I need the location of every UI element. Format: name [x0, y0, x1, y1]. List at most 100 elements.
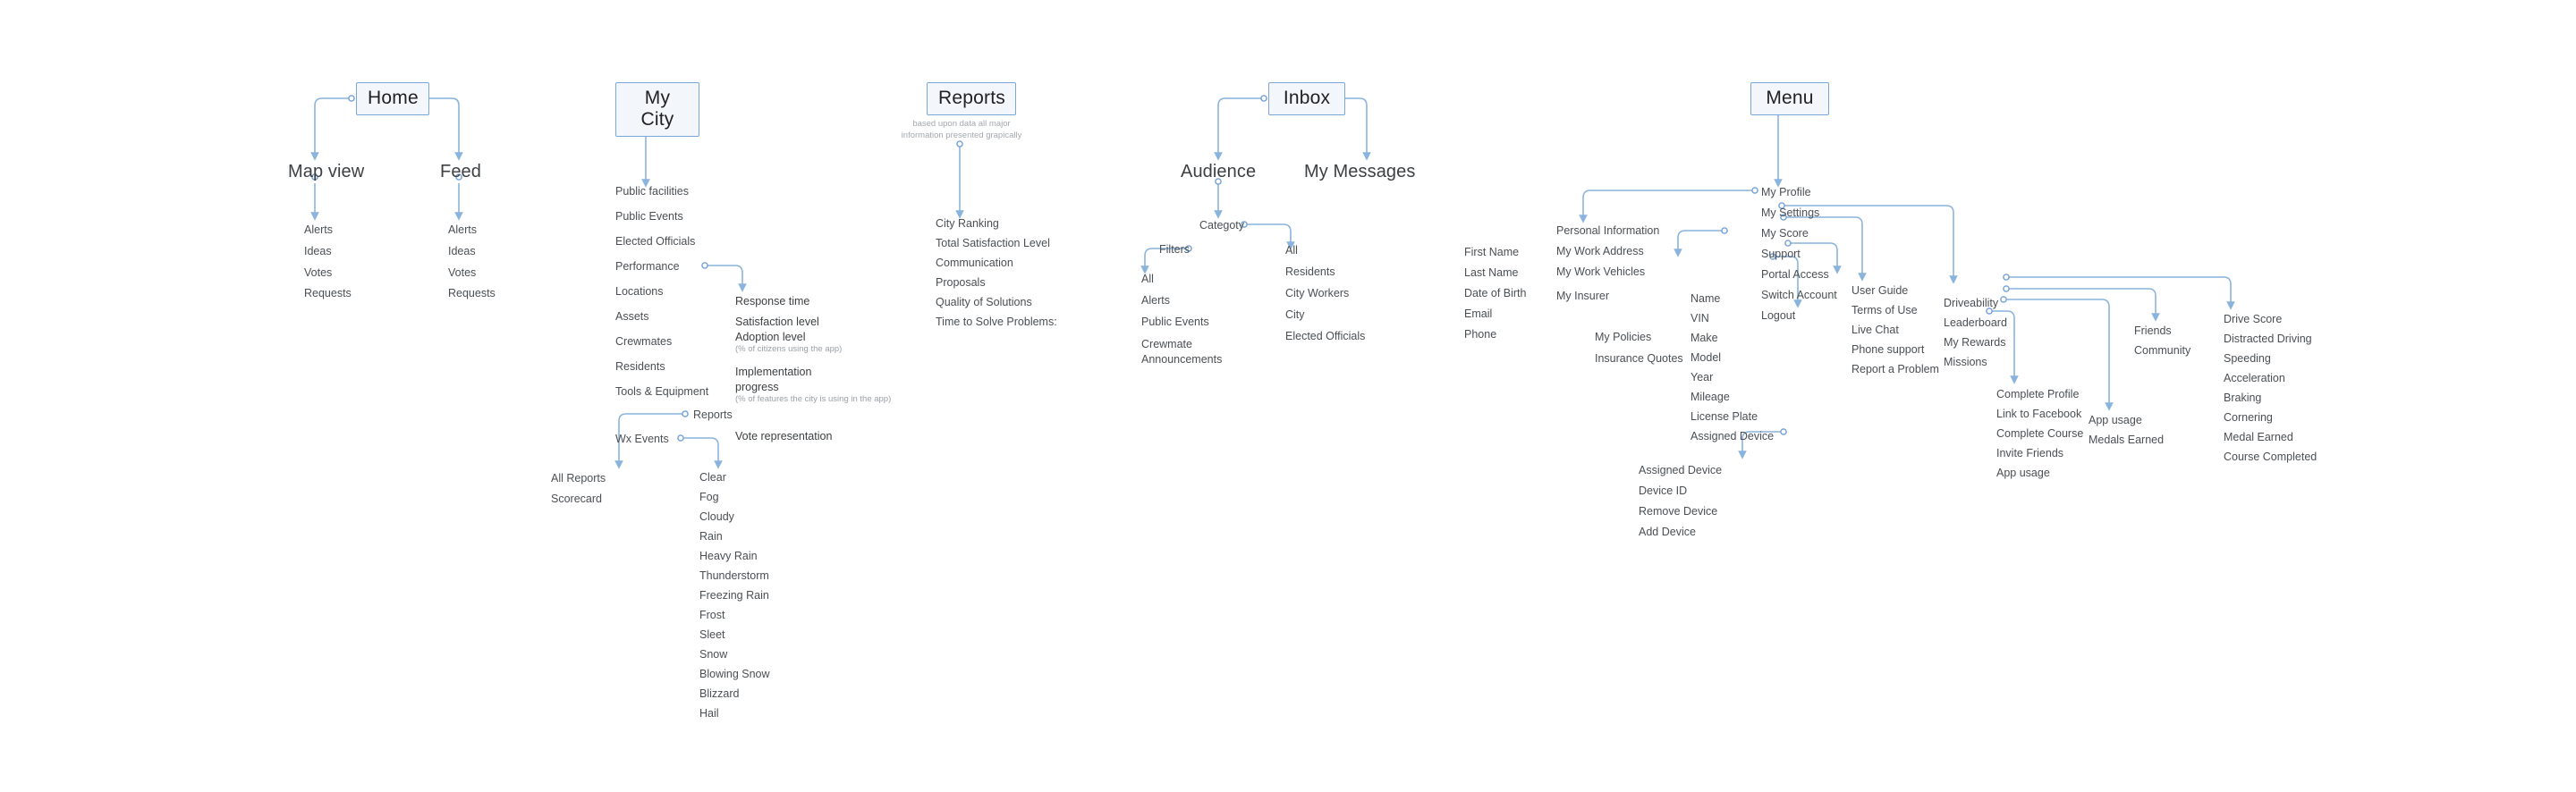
leaf-support-live-chat[interactable]: Live Chat: [1852, 324, 1899, 336]
node-feed[interactable]: Feed: [440, 162, 481, 181]
leaf-filters-alerts[interactable]: Alerts: [1141, 294, 1170, 307]
leaf-reports-quality-of-solutions[interactable]: Quality of Solutions: [936, 296, 1032, 308]
leaf-wx-rain[interactable]: Rain: [699, 530, 723, 543]
leaf-category-city[interactable]: City: [1285, 308, 1305, 321]
leaf-support-user-guide[interactable]: User Guide: [1852, 284, 1909, 297]
leaf-menu-switch-account[interactable]: Switch Account: [1761, 289, 1837, 301]
leaf-mycity-locations[interactable]: Locations: [615, 285, 664, 298]
leaf-vehicle-name[interactable]: Name: [1690, 292, 1721, 305]
leaf-mapview-alerts[interactable]: Alerts: [304, 223, 333, 236]
leaf-vehicle-model[interactable]: Model: [1690, 351, 1722, 364]
node-my-messages[interactable]: My Messages: [1304, 162, 1416, 181]
leaf-drive-medal-earned[interactable]: Medal Earned: [2224, 431, 2293, 443]
leaf-mycity-wx-events[interactable]: Wx Events: [615, 433, 669, 445]
leaf-vehicle-assigned-device[interactable]: Assigned Device: [1690, 430, 1775, 442]
leaf-vehicle-mileage[interactable]: Mileage: [1690, 391, 1730, 403]
leaf-reports-all-reports[interactable]: All Reports: [551, 472, 606, 484]
leaf-mycity-reports[interactable]: Reports: [693, 409, 733, 421]
leaf-menu-logout[interactable]: Logout: [1761, 309, 1796, 322]
root-node-inbox[interactable]: Inbox: [1268, 82, 1345, 115]
leaf-filters-all[interactable]: All: [1141, 273, 1154, 285]
leaf-support-report-a-problem[interactable]: Report a Problem: [1852, 363, 1939, 375]
leaf-vehicle-vin[interactable]: VIN: [1690, 312, 1709, 324]
leaf-drive-braking[interactable]: Braking: [2224, 392, 2262, 404]
leaf-device-add-device[interactable]: Add Device: [1639, 526, 1696, 538]
leaf-support-terms-of-use[interactable]: Terms of Use: [1852, 304, 1918, 316]
leaf-filters-crewmate-announcements[interactable]: Crewmate Announcements: [1141, 338, 1223, 366]
leaf-pi-email[interactable]: Email: [1464, 308, 1493, 320]
leaf-vehicle-year[interactable]: Year: [1690, 371, 1714, 383]
leaf-category-all[interactable]: All: [1285, 244, 1298, 257]
leaf-wx-hail[interactable]: Hail: [699, 707, 719, 720]
leaf-category-elected-officials[interactable]: Elected Officials: [1285, 330, 1366, 342]
leaf-category-city-workers[interactable]: City Workers: [1285, 287, 1350, 299]
leaf-missions-link-to-facebook[interactable]: Link to Facebook: [1996, 408, 2082, 420]
leaf-mycity-residents[interactable]: Residents: [615, 360, 665, 373]
leaf-mycity-assets[interactable]: Assets: [615, 310, 649, 323]
leaf-rewards-app-usage[interactable]: App usage: [2089, 414, 2142, 426]
leaf-reports-city-ranking[interactable]: City Ranking: [936, 217, 999, 230]
leaf-pi-phone[interactable]: Phone: [1464, 328, 1497, 341]
leaf-perf-satisfaction-adoption[interactable]: Satisfaction level Adoption level (% of …: [735, 315, 842, 356]
leaf-device-device-id[interactable]: Device ID: [1639, 484, 1688, 497]
leaf-wx-blowing-snow[interactable]: Blowing Snow: [699, 668, 770, 680]
root-node-my-city[interactable]: My City: [615, 82, 699, 137]
leaf-mapview-votes[interactable]: Votes: [304, 266, 333, 279]
leaf-insurer-my-policies[interactable]: My Policies: [1595, 331, 1652, 343]
leaf-menu-my-profile[interactable]: My Profile: [1761, 186, 1811, 198]
leaf-drive-speeding[interactable]: Speeding: [2224, 352, 2271, 365]
leaf-missions-complete-course[interactable]: Complete Course: [1996, 427, 2084, 440]
leaf-drive-distracted-driving[interactable]: Distracted Driving: [2224, 333, 2312, 345]
leaf-wx-snow[interactable]: Snow: [699, 648, 728, 661]
leaf-missions-invite-friends[interactable]: Invite Friends: [1996, 447, 2064, 459]
leaf-wx-blizzard[interactable]: Blizzard: [699, 687, 740, 700]
node-audience[interactable]: Audience: [1181, 162, 1257, 181]
leaf-wx-freezing-rain[interactable]: Freezing Rain: [699, 589, 769, 602]
leaf-perf-implementation-progress[interactable]: Implementation progress (% of features t…: [735, 365, 891, 406]
leaf-score-leaderboard[interactable]: Leaderboard: [1944, 316, 2007, 329]
leaf-wx-cloudy[interactable]: Cloudy: [699, 510, 734, 523]
leaf-mycity-tools-equipment[interactable]: Tools & Equipment: [615, 385, 709, 398]
root-node-home[interactable]: Home: [356, 82, 429, 115]
leaf-profile-my-work-vehicles[interactable]: My Work Vehicles: [1556, 265, 1646, 278]
leaf-leaderboard-community[interactable]: Community: [2134, 344, 2191, 357]
leaf-profile-personal-information[interactable]: Personal Information: [1556, 224, 1660, 237]
leaf-reports-communication[interactable]: Communication: [936, 257, 1013, 269]
leaf-profile-my-insurer[interactable]: My Insurer: [1556, 290, 1610, 302]
leaf-pi-last-name[interactable]: Last Name: [1464, 266, 1519, 279]
leaf-rewards-medals-earned[interactable]: Medals Earned: [2089, 434, 2165, 446]
leaf-wx-clear[interactable]: Clear: [699, 471, 726, 484]
leaf-mycity-crewmates[interactable]: Crewmates: [615, 335, 673, 348]
leaf-wx-fog[interactable]: Fog: [699, 491, 719, 503]
leaf-feed-requests[interactable]: Requests: [448, 287, 496, 299]
leaf-mycity-public-facilities[interactable]: Public facilities: [615, 185, 689, 198]
leaf-pi-first-name[interactable]: First Name: [1464, 246, 1520, 258]
leaf-score-missions[interactable]: Missions: [1944, 356, 1987, 368]
leaf-reports-scorecard[interactable]: Scorecard: [551, 493, 602, 505]
leaf-menu-support[interactable]: Support: [1761, 248, 1801, 260]
leaf-wx-heavy-rain[interactable]: Heavy Rain: [699, 550, 758, 562]
leaf-reports-proposals[interactable]: Proposals: [936, 276, 986, 289]
leaf-menu-portal-access[interactable]: Portal Access: [1761, 268, 1829, 281]
leaf-wx-frost[interactable]: Frost: [699, 609, 725, 621]
leaf-drive-acceleration[interactable]: Acceleration: [2224, 372, 2285, 384]
leaf-drive-cornering[interactable]: Cornering: [2224, 411, 2273, 424]
leaf-leaderboard-friends[interactable]: Friends: [2134, 324, 2172, 337]
leaf-drive-drive-score[interactable]: Drive Score: [2224, 313, 2283, 325]
leaf-missions-complete-profile[interactable]: Complete Profile: [1996, 388, 2080, 400]
node-map-view[interactable]: Map view: [288, 162, 365, 181]
leaf-perf-vote-representation[interactable]: Vote representation: [735, 430, 833, 442]
node-filters[interactable]: Filters: [1159, 243, 1191, 256]
leaf-category-residents[interactable]: Residents: [1285, 265, 1335, 278]
root-node-reports[interactable]: Reports: [927, 82, 1016, 115]
leaf-mapview-ideas[interactable]: Ideas: [304, 245, 332, 257]
leaf-vehicle-make[interactable]: Make: [1690, 332, 1718, 344]
leaf-mycity-public-events[interactable]: Public Events: [615, 210, 683, 223]
leaf-feed-ideas[interactable]: Ideas: [448, 245, 476, 257]
leaf-menu-my-settings[interactable]: My Settings: [1761, 206, 1820, 219]
leaf-missions-app-usage[interactable]: App usage: [1996, 467, 2050, 479]
leaf-support-phone-support[interactable]: Phone support: [1852, 343, 1925, 356]
leaf-feed-alerts[interactable]: Alerts: [448, 223, 477, 236]
leaf-vehicle-license-plate[interactable]: License Plate: [1690, 410, 1758, 423]
root-node-menu[interactable]: Menu: [1750, 82, 1829, 115]
